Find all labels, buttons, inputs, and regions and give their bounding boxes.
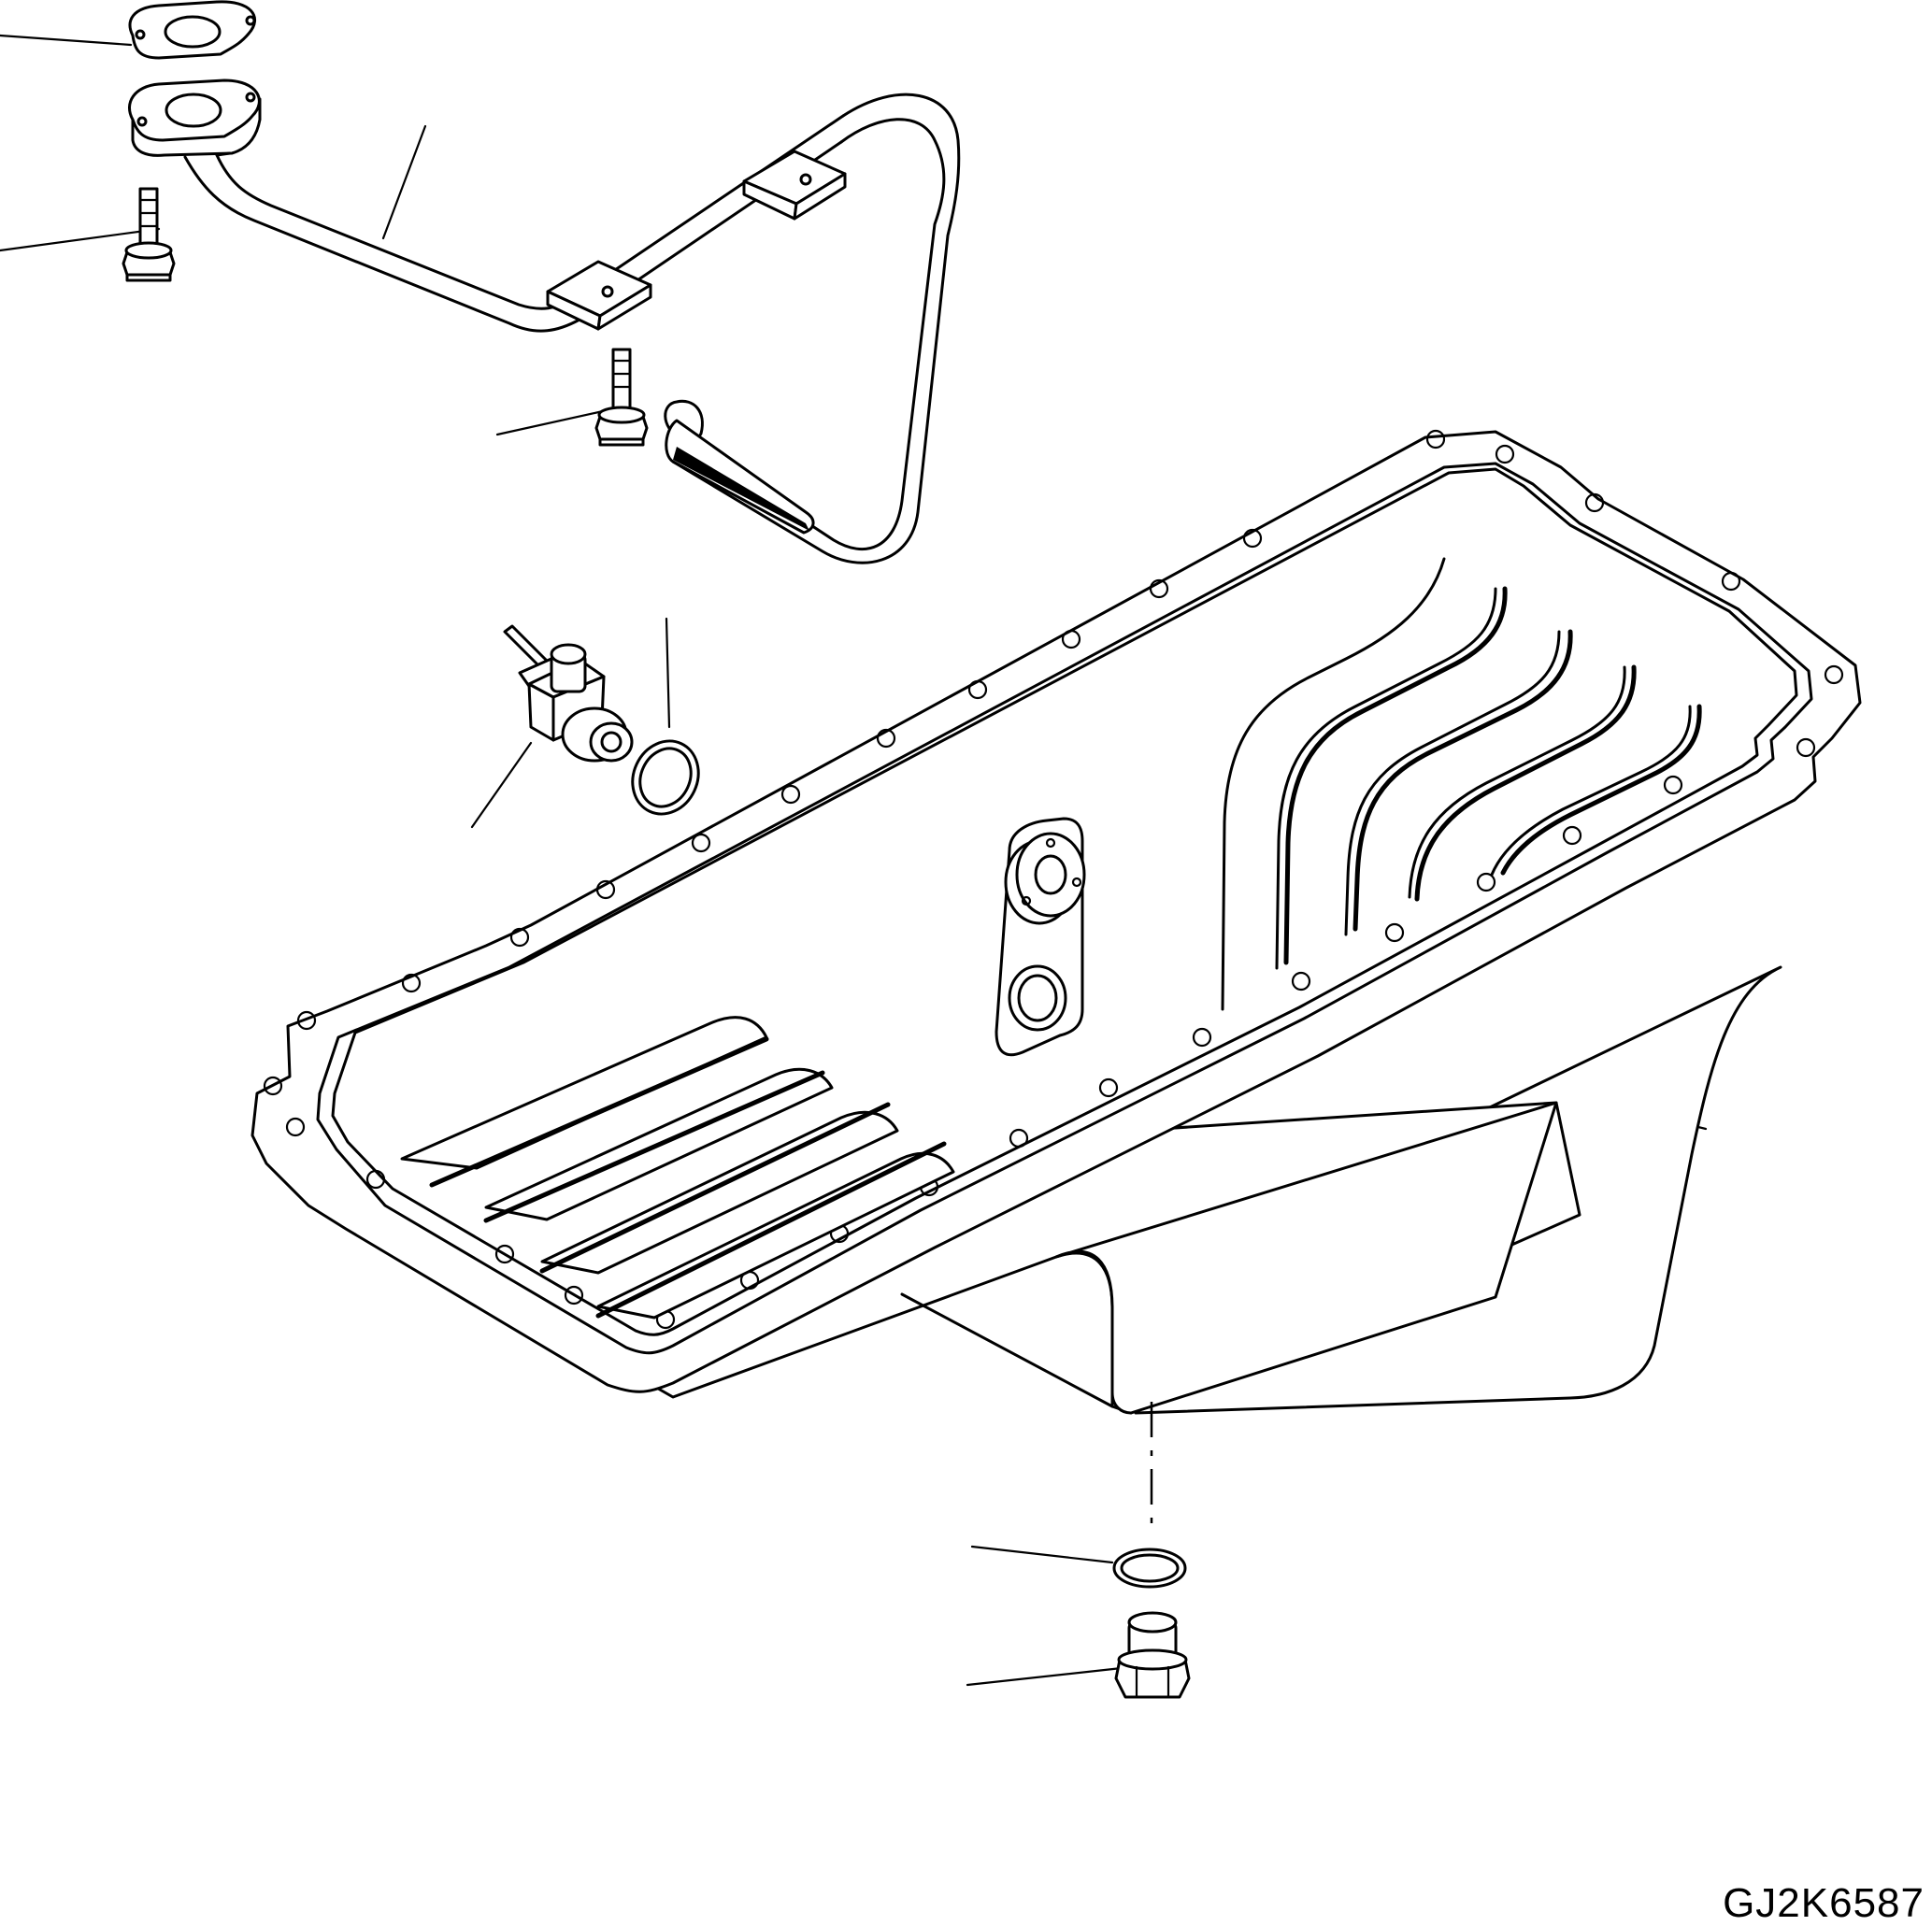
flange-bolt-left [122,187,176,282]
pan-ribs-front [400,1016,955,1320]
figure-id-label: GJ2K6587 [1723,1880,1925,1926]
leader-line-drain-plug [966,1666,1123,1687]
sensor-mounting-boss [995,817,1086,1057]
leader-line-sensor [470,741,533,829]
leader-line-tube [381,124,427,240]
oil-level-sensor [503,624,634,763]
oil-pan [250,429,1862,1415]
flange-gasket [128,0,257,60]
tube-flange [128,78,262,157]
leader-line-bolt-middle [495,409,605,436]
leader-line-oring-sensor [665,617,671,729]
drain-plug-o-ring [1112,1548,1187,1589]
leader-line-oring-drain [970,1545,1114,1564]
sensor-o-ring [631,739,700,816]
pan-ribs-rear [1221,557,1702,1011]
drain-plug [1114,1611,1191,1699]
leader-line-bolt-left [0,227,161,252]
suction-tube [183,93,961,564]
bracket-bolt [594,348,649,447]
leader-line-gasket-top [0,34,133,47]
